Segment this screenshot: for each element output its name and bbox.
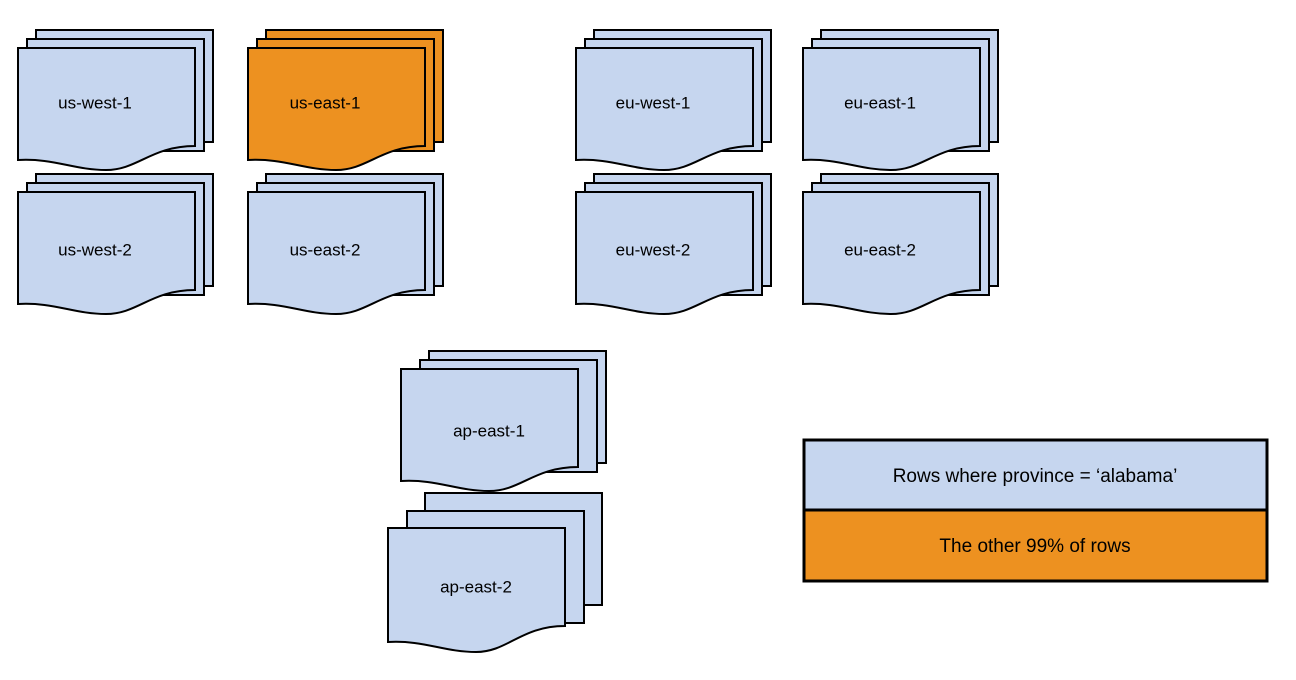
legend-label-highlight: The other 99% of rows xyxy=(939,536,1130,557)
document-stack-us-west-2[interactable]: us-west-2 xyxy=(17,173,214,316)
stack-front-layer xyxy=(17,47,196,172)
stack-label: us-west-2 xyxy=(58,240,132,259)
stack-front-layer xyxy=(387,527,566,654)
stack-label: eu-west-2 xyxy=(616,240,691,259)
document-stack-us-west-1[interactable]: us-west-1 xyxy=(17,29,214,172)
stack-front-layer xyxy=(575,47,754,172)
stack-label: ap-east-1 xyxy=(453,421,525,440)
stack-front-layer xyxy=(17,191,196,316)
stack-label: us-east-2 xyxy=(290,240,361,259)
stack-label: eu-west-1 xyxy=(616,93,691,112)
stack-label: us-east-1 xyxy=(290,93,361,112)
stack-front-layer xyxy=(575,191,754,316)
stack-front-layer xyxy=(802,47,981,172)
stack-front-layer xyxy=(247,47,426,172)
stack-front-layer xyxy=(400,368,579,493)
legend-row-highlight: The other 99% of rows xyxy=(802,508,1269,583)
document-stack-eu-west-1[interactable]: eu-west-1 xyxy=(575,29,772,172)
document-stack-us-east-2[interactable]: us-east-2 xyxy=(247,173,444,316)
stack-front-layer xyxy=(802,191,981,316)
legend-row-normal: Rows where province = ‘alabama’ xyxy=(802,438,1269,512)
legend: Rows where province = ‘alabama’ The othe… xyxy=(802,438,1269,583)
legend-swatch-highlight xyxy=(802,508,1269,583)
document-stack-us-east-1[interactable]: us-east-1 xyxy=(247,29,444,172)
document-stack-ap-east-2[interactable]: ap-east-2 xyxy=(387,492,603,654)
stack-front-layer xyxy=(247,191,426,316)
document-stack-eu-west-2[interactable]: eu-west-2 xyxy=(575,173,772,316)
stack-label: us-west-1 xyxy=(58,93,132,112)
stack-label: ap-east-2 xyxy=(440,577,512,596)
document-stack-eu-east-2[interactable]: eu-east-2 xyxy=(802,173,999,316)
stack-label: eu-east-2 xyxy=(844,240,916,259)
document-stack-eu-east-1[interactable]: eu-east-1 xyxy=(802,29,999,172)
document-stack-ap-east-1[interactable]: ap-east-1 xyxy=(400,350,607,493)
legend-label-normal: Rows where province = ‘alabama’ xyxy=(893,466,1178,487)
stack-label: eu-east-1 xyxy=(844,93,916,112)
